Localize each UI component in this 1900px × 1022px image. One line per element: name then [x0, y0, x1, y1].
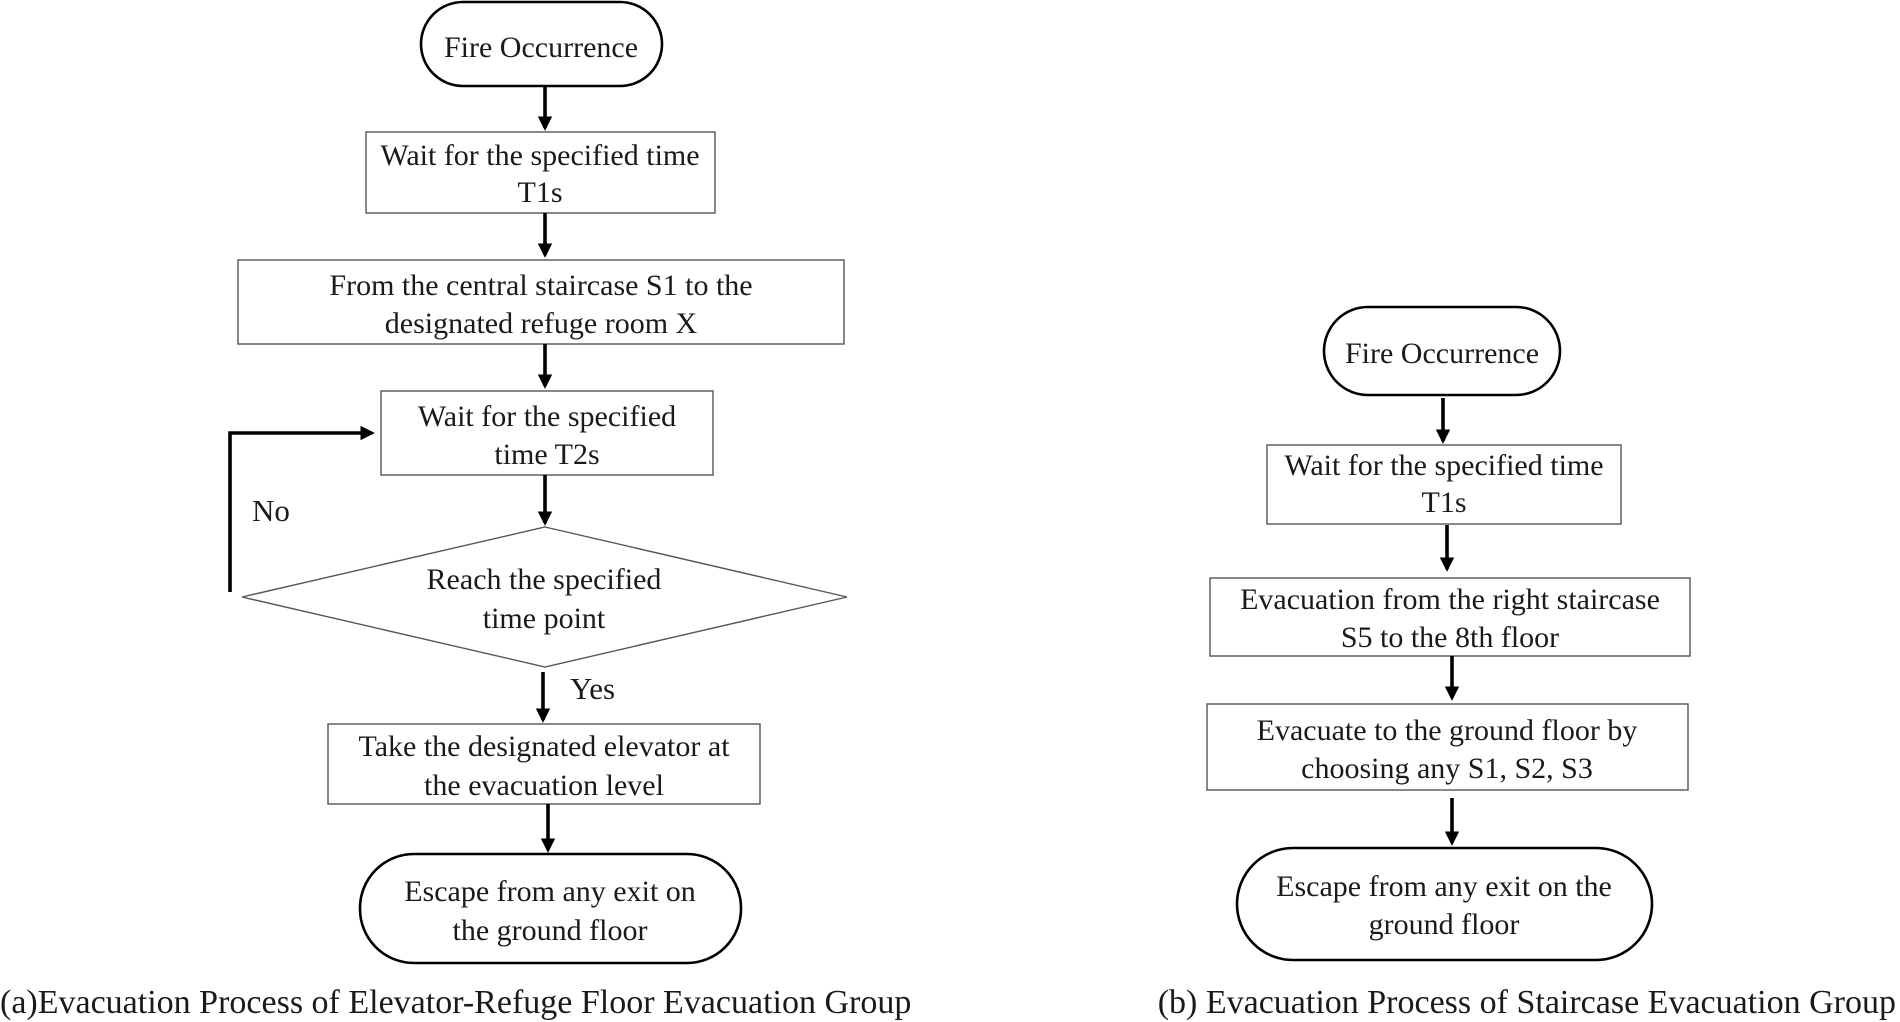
- flowchart-a-no-loop-arrow: [228, 425, 375, 592]
- flowchart-a-take-elevator-line2: the evacuation level: [424, 769, 664, 802]
- flowchart-a-decision-node: Reach the specified time point: [241, 526, 848, 668]
- flowchart-a-yes-label: Yes: [570, 671, 615, 706]
- flowchart-a-decision-line1: Reach the specified: [427, 563, 662, 596]
- flowchart-b-right-staircase-node: Evacuation from the right staircase S5 t…: [1209, 577, 1691, 657]
- flowchart-b-right-staircase-line2: S5 to the 8th floor: [1341, 621, 1559, 654]
- flowchart-a-end-line2: the ground floor: [453, 914, 648, 947]
- flowchart-b: Fire Occurrence Wait for the specified t…: [1158, 305, 1896, 1021]
- flowchart-a-to-refuge-node: From the central staircase S1 to the des…: [237, 259, 845, 345]
- flowchart-b-end-line2: ground floor: [1369, 908, 1520, 941]
- flowchart-a-take-elevator-line1: Take the designated elevator at: [358, 730, 730, 763]
- flowchart-b-end-line1: Escape from any exit on the: [1276, 870, 1612, 903]
- flowchart-b-wait-t1-node: Wait for the specified time T1s: [1266, 444, 1622, 525]
- flowchart-b-ground-floor-line1: Evacuate to the ground floor by: [1257, 714, 1638, 747]
- flowchart-a-caption: (a)Evacuation Process of Elevator-Refuge…: [0, 984, 911, 1021]
- flowchart-b-ground-floor-node: Evacuate to the ground floor by choosing…: [1206, 703, 1689, 791]
- flowchart-b-end-node: Escape from any exit on the ground floor: [1235, 846, 1654, 962]
- flowchart-a-end-node: Escape from any exit on the ground floor: [358, 852, 743, 965]
- flowchart-a-to-refuge-line1: From the central staircase S1 to the: [329, 269, 752, 302]
- flowchart-a-wait-t1-line1: Wait for the specified time: [380, 139, 699, 172]
- flowchart-b-start-label: Fire Occurrence: [1345, 337, 1539, 370]
- flowchart-b-wait-t1-line1: Wait for the specified time: [1284, 449, 1603, 482]
- flowchart-a-take-elevator-node: Take the designated elevator at the evac…: [327, 723, 761, 805]
- flowchart-b-caption: (b) Evacuation Process of Staircase Evac…: [1158, 984, 1896, 1021]
- flowchart-a-decision-line2: time point: [483, 602, 606, 635]
- flowchart-a-wait-t1-line2: T1s: [518, 176, 563, 209]
- flowchart-a-start-node: Fire Occurrence: [419, 0, 664, 88]
- flowchart-a-wait-t2-line2: time T2s: [494, 438, 599, 471]
- flowchart-a-no-label: No: [252, 493, 290, 528]
- flowchart-b-start-node: Fire Occurrence: [1322, 305, 1562, 397]
- flowchart-b-wait-t1-line2: T1s: [1422, 486, 1467, 519]
- flowchart-a: Fire Occurrence Wait for the specified t…: [0, 0, 911, 1021]
- flowchart-b-right-staircase-line1: Evacuation from the right staircase: [1240, 583, 1660, 616]
- flowchart-b-ground-floor-line2: choosing any S1, S2, S3: [1301, 752, 1593, 785]
- flowchart-a-start-label: Fire Occurrence: [444, 31, 638, 64]
- flowchart-a-wait-t2-line1: Wait for the specified: [418, 400, 676, 433]
- flowchart-a-wait-t2-node: Wait for the specified time T2s: [380, 390, 714, 476]
- flowchart-a-end-line1: Escape from any exit on: [404, 875, 696, 908]
- flowchart-a-wait-t1-node: Wait for the specified time T1s: [365, 131, 716, 214]
- flowchart-a-to-refuge-line2: designated refuge room X: [385, 307, 698, 340]
